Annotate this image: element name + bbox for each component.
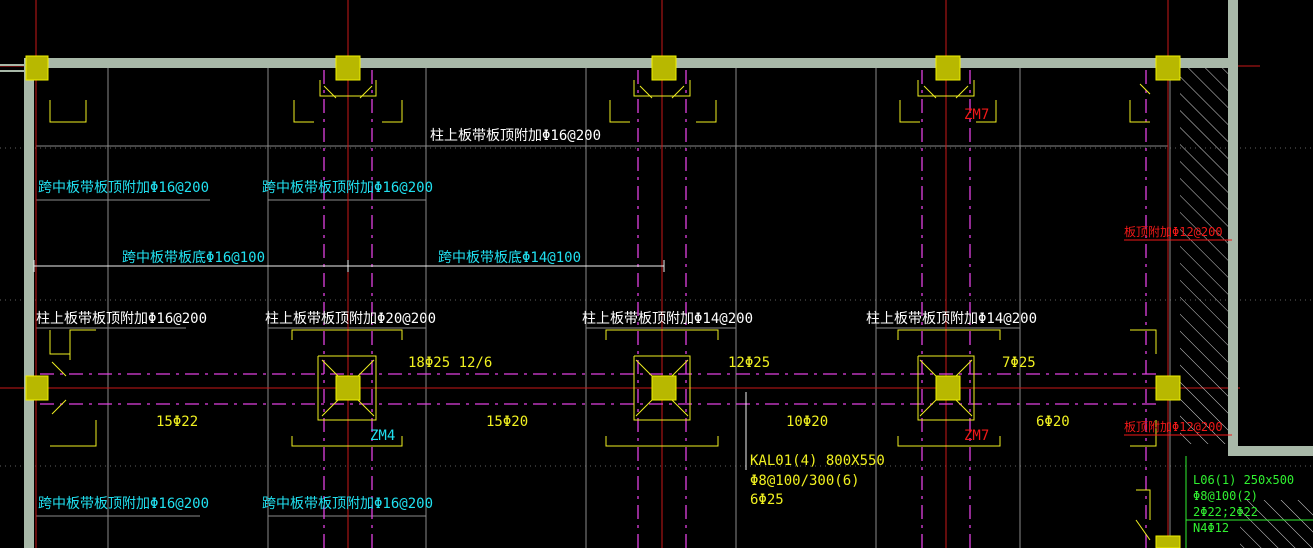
hatched-wall (1180, 68, 1228, 444)
label-l06-4: N4Φ12 (1193, 521, 1229, 535)
columns (25, 55, 1181, 548)
beam-dash-lines (40, 70, 1160, 548)
gray-lines (36, 68, 1171, 548)
red-leaders (1124, 239, 1232, 436)
label-rebar-15a: 15Φ22 (156, 414, 198, 430)
column-b2 (335, 375, 361, 401)
label-l06-2: Φ8@100(2) (1193, 489, 1258, 503)
l06-lines (1185, 456, 1313, 548)
labels: 柱上板带板顶附加Φ16@200 跨中板带板顶附加Φ16@200 跨中板带板顶附加… (36, 107, 1294, 535)
column-a3 (651, 55, 677, 81)
hatched-wall-bottom (1240, 500, 1313, 548)
column-b1 (25, 375, 49, 401)
label-kal-1: KAL01(4) 800X550 (750, 453, 885, 469)
label-kal-3: 6Φ25 (750, 492, 784, 508)
label-rebar-18: 18Φ25 12/6 (408, 355, 492, 371)
column-a1 (25, 55, 49, 81)
label-mid-bottom-r: 跨中板带板底Φ14@100 (438, 250, 581, 266)
label-zm4: ZM4 (370, 428, 395, 444)
label-col-strip-3: 柱上板带板顶附加Φ14@200 (582, 311, 753, 327)
label-l06-3: 2Φ22;2Φ22 (1193, 505, 1258, 519)
label-mid-strip-tl: 跨中板带板顶附加Φ16@200 (38, 180, 209, 196)
label-col-strip-1: 柱上板带板顶附加Φ16@200 (36, 311, 207, 327)
label-rebar-6: 6Φ20 (1036, 414, 1070, 430)
label-red-right-top: 板顶附加Φ12@200 (1124, 225, 1223, 239)
label-rebar-10: 10Φ20 (786, 414, 828, 430)
column-a2 (335, 55, 361, 81)
label-rebar-15b: 15Φ20 (486, 414, 528, 430)
label-red-right-mid: 板顶附加Φ12@200 (1124, 420, 1223, 434)
column-b4 (935, 375, 961, 401)
column-brackets (49, 80, 1157, 541)
label-zm7-top: ZM7 (964, 107, 989, 123)
dimension-line (33, 260, 665, 272)
label-mid-strip-tm: 跨中板带板顶附加Φ16@200 (262, 180, 433, 196)
column-c5 (1155, 535, 1181, 548)
column-b3 (651, 375, 677, 401)
label-rebar-7: 7Φ25 (1002, 355, 1036, 371)
label-mid-strip-bm: 跨中板带板顶附加Φ16@200 (262, 496, 433, 512)
label-rebar-12: 12Φ25 (728, 355, 770, 371)
label-col-strip-2: 柱上板带板顶附加Φ20@200 (265, 311, 436, 327)
label-col-strip-top: 柱上板带板顶附加Φ16@200 (430, 128, 601, 144)
column-a5 (1155, 55, 1181, 81)
label-col-strip-4: 柱上板带板顶附加Φ14@200 (866, 311, 1037, 327)
label-mid-bottom-l: 跨中板带板底Φ16@100 (122, 250, 265, 266)
label-l06-1: L06(1) 250x500 (1193, 473, 1294, 487)
column-b5 (1155, 375, 1181, 401)
column-a4 (935, 55, 961, 81)
label-kal-2: Φ8@100/300(6) (750, 473, 860, 489)
label-zm7-mid: ZM7 (964, 428, 989, 444)
label-mid-strip-bl: 跨中板带板顶附加Φ16@200 (38, 496, 209, 512)
